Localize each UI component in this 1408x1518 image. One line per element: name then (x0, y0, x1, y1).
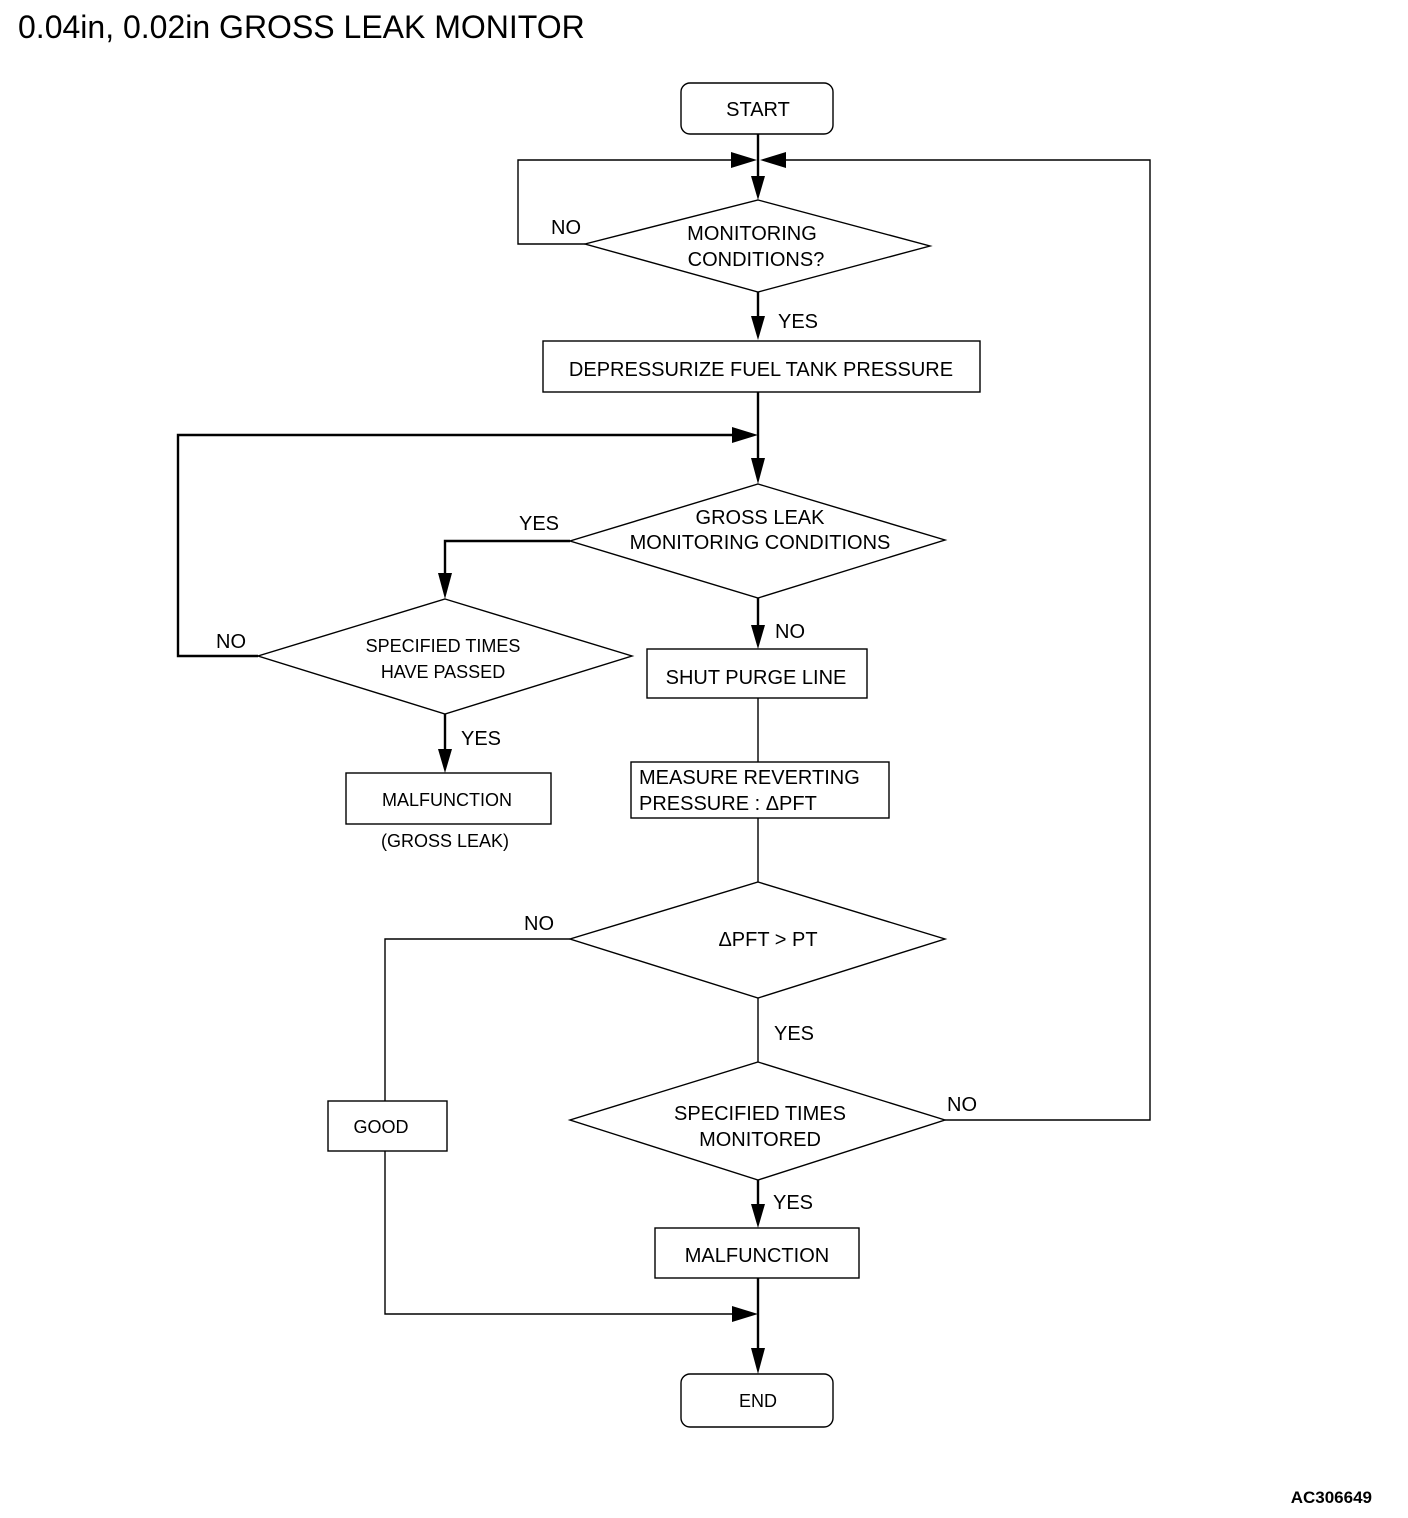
malfunction-label: MALFUNCTION (685, 1245, 829, 1267)
depressurize-label: DEPRESSURIZE FUEL TANK PRESSURE (569, 359, 953, 381)
gross-leak-line1: GROSS LEAK (696, 507, 826, 529)
connector-pft-no (384, 938, 570, 1101)
arrowhead-into-shut-purge (751, 625, 765, 649)
monitoring-conditions-line1: MONITORING (687, 223, 817, 245)
connector-passed-no-loop (176, 433, 740, 658)
edge-label-gross-no: NO (775, 621, 805, 643)
malfunction-terminal: MALFUNCTION (654, 1227, 860, 1279)
malfunction-gross-label: MALFUNCTION (382, 790, 512, 810)
shut-purge-line-label: SHUT PURGE LINE (666, 667, 847, 689)
arrowhead-gross-loop-merge (732, 427, 758, 443)
connectors (176, 134, 1151, 1358)
monitoring-conditions-decision: MONITORING CONDITIONS? (582, 199, 933, 293)
specified-times-monitored-line2: MONITORED (699, 1129, 821, 1151)
gross-leak-conditions-decision: GROSS LEAK MONITORING CONDITIONS (567, 483, 948, 599)
connector-monitoring-no-loop (517, 159, 740, 245)
edge-labels: NO YES YES NO NO YES NO YES NO YES (216, 217, 977, 1214)
pft-compare-decision: ΔPFT > PT (567, 881, 948, 999)
malfunction-gross-note: (GROSS LEAK) (381, 831, 509, 851)
connector-monitored-no-loop (776, 159, 1151, 1121)
pft-compare-label: ΔPFT > PT (718, 929, 817, 951)
malfunction-gross-terminal: MALFUNCTION (GROSS LEAK) (345, 772, 552, 851)
specified-times-monitored-line1: SPECIFIED TIMES (674, 1103, 846, 1125)
end-label: END (739, 1391, 777, 1411)
connector-good-to-end (384, 1151, 740, 1315)
arrowhead-into-malfunction (751, 1204, 765, 1228)
depressurize-process: DEPRESSURIZE FUEL TANK PRESSURE (542, 340, 981, 393)
end-terminator: END (680, 1373, 834, 1428)
edge-label-monitored-yes: YES (773, 1192, 813, 1214)
edge-label-gross-yes: YES (519, 513, 559, 535)
specified-times-passed-line1: SPECIFIED TIMES (366, 636, 521, 656)
edge-label-monitoring-yes: YES (778, 311, 818, 333)
arrowhead-left-loop-merge (731, 152, 757, 168)
specified-times-passed-line2: HAVE PASSED (381, 662, 505, 682)
arrowhead-into-depressurize (751, 316, 765, 340)
gross-leak-line2: MONITORING CONDITIONS (630, 532, 891, 554)
edge-label-pft-no: NO (524, 913, 554, 935)
arrowhead-good-merge (732, 1306, 758, 1322)
measure-reverting-line2: PRESSURE : ΔPFT (639, 793, 817, 815)
figure-id: AC306649 (1291, 1488, 1372, 1507)
arrowhead-into-malfunction-gross (438, 749, 452, 773)
good-terminal: GOOD (327, 1100, 448, 1152)
arrowhead-into-passed (438, 573, 452, 599)
measure-reverting-line1: MEASURE REVERTING (639, 767, 860, 789)
good-label: GOOD (353, 1117, 408, 1137)
start-terminator: START (680, 82, 834, 135)
edge-label-monitored-no: NO (947, 1094, 977, 1116)
connector-gross-yes (443, 539, 570, 582)
monitoring-conditions-line2: CONDITIONS? (688, 249, 825, 271)
measure-reverting-process: MEASURE REVERTING PRESSURE : ΔPFT (630, 761, 890, 819)
arrowhead-right-loop-merge (760, 152, 786, 168)
edge-label-passed-no: NO (216, 631, 246, 653)
start-label: START (726, 99, 790, 121)
specified-times-passed-decision: SPECIFIED TIMES HAVE PASSED (255, 598, 635, 715)
edge-label-passed-yes: YES (461, 728, 501, 750)
specified-times-monitored-decision: SPECIFIED TIMES MONITORED (567, 1061, 948, 1181)
arrowheads (438, 152, 786, 1374)
arrowhead-into-gross (751, 458, 765, 484)
shut-purge-line-process: SHUT PURGE LINE (646, 648, 868, 699)
diagram-title: 0.04in, 0.02in GROSS LEAK MONITOR (18, 9, 585, 45)
arrowhead-into-end (751, 1348, 765, 1374)
edge-label-pft-yes: YES (774, 1023, 814, 1045)
arrowhead-into-monitoring (751, 176, 765, 200)
edge-label-monitoring-no: NO (551, 217, 581, 239)
